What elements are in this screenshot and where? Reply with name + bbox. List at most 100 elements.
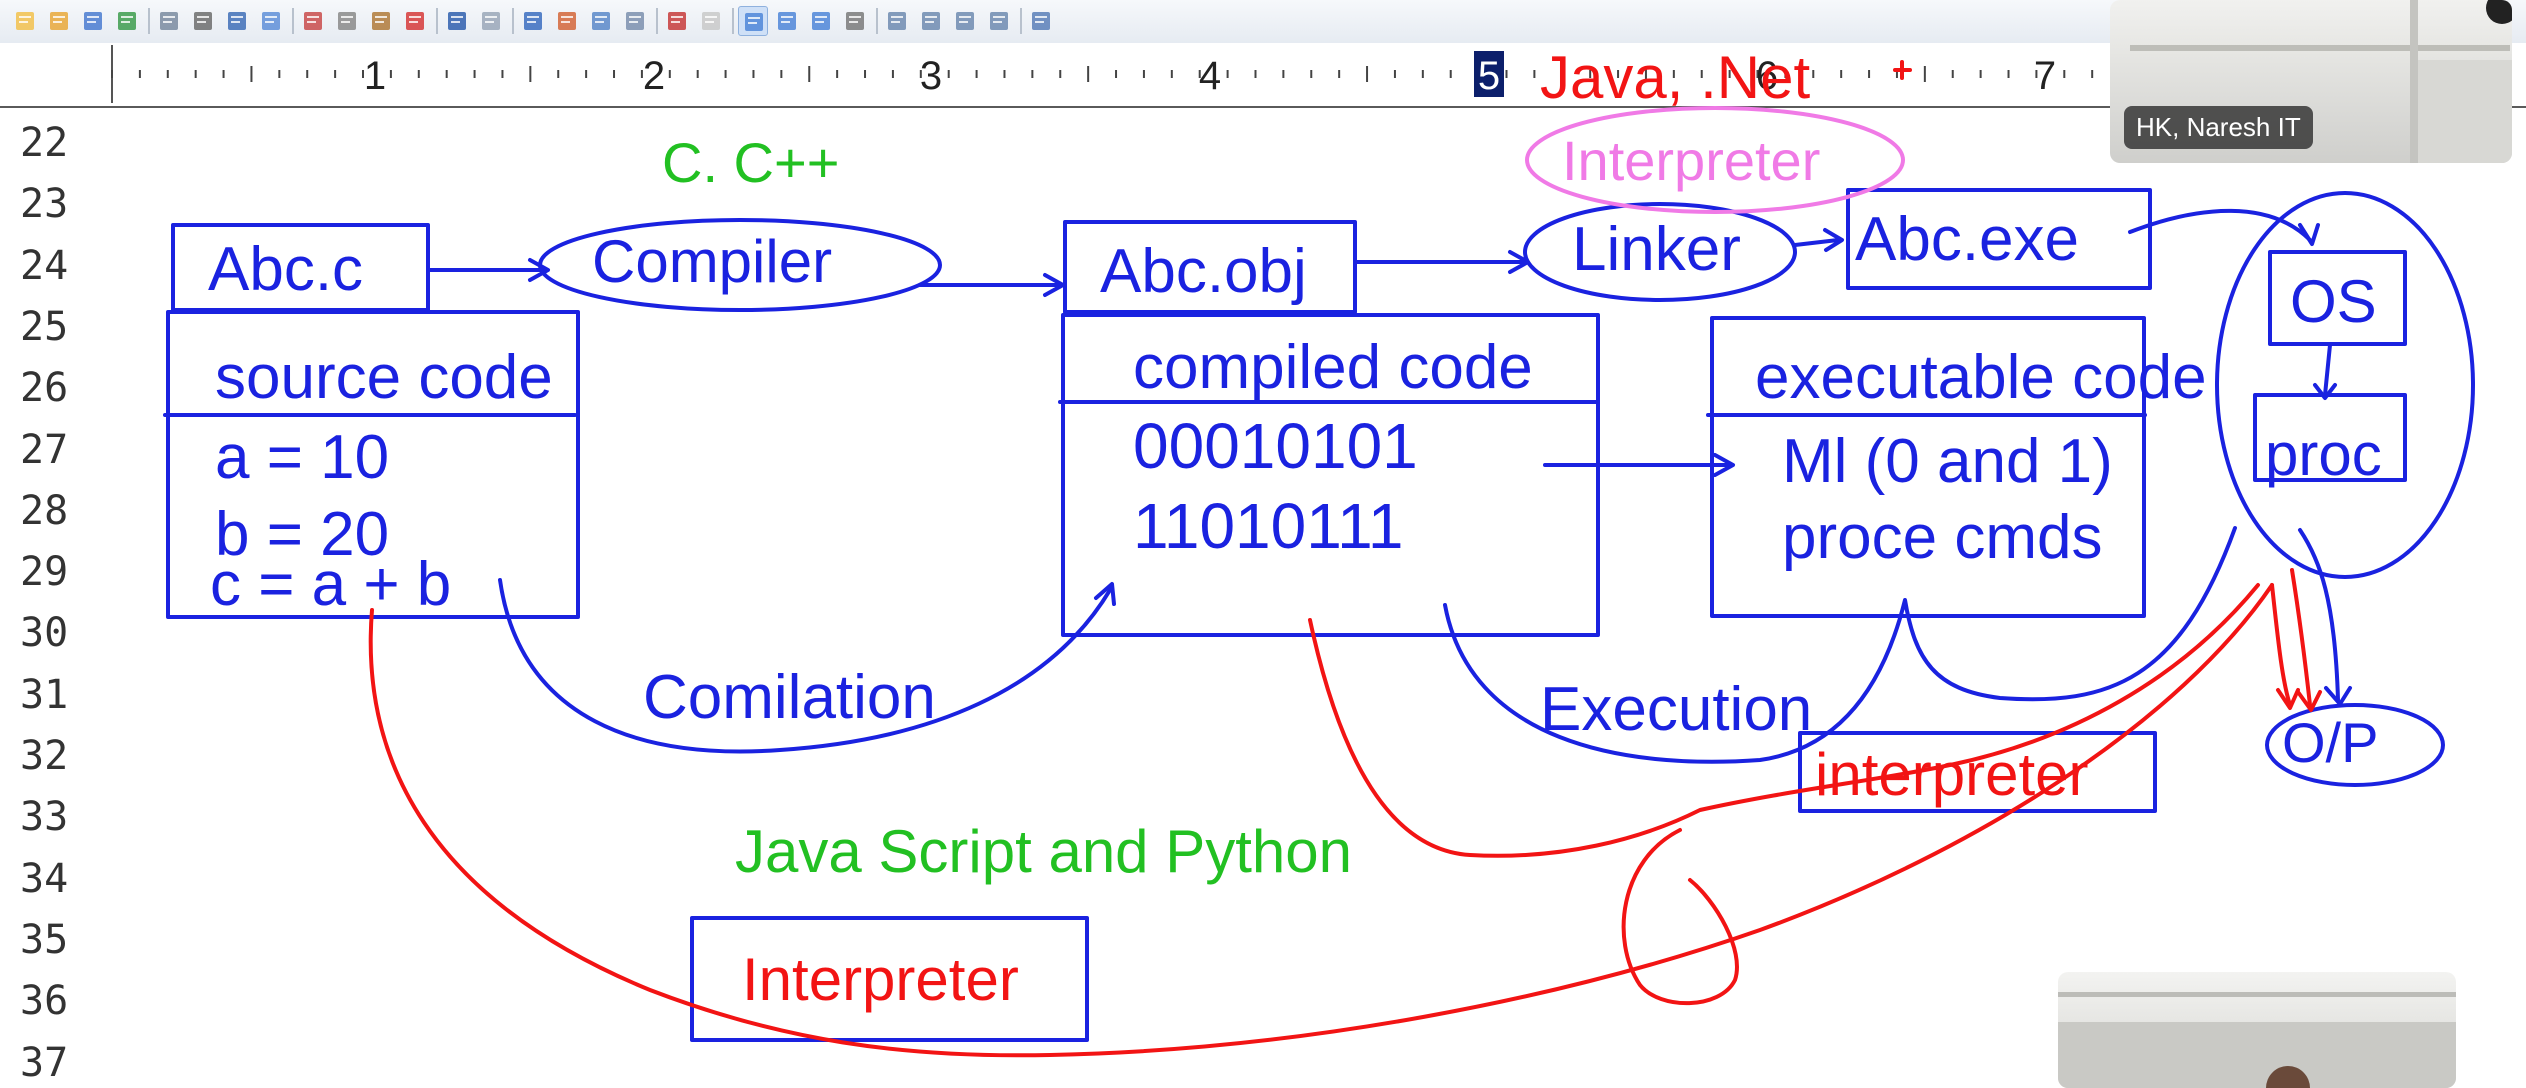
op-ellipse xyxy=(2265,703,2445,787)
op-label: O/P xyxy=(2282,711,2378,774)
participant-video-top[interactable]: HK, Naresh IT xyxy=(2110,0,2512,163)
os-label: OS xyxy=(2290,268,2377,335)
indent-icon[interactable] xyxy=(620,6,650,36)
ruler-label: 6 xyxy=(1756,54,1778,98)
print-icon[interactable] xyxy=(188,6,218,36)
replace-icon[interactable] xyxy=(552,6,582,36)
line-number: 29 xyxy=(20,549,69,596)
abc-c-label: Abc.c xyxy=(208,235,363,304)
participant-video-bottom[interactable] xyxy=(2058,972,2456,1088)
toolbar-separator xyxy=(876,8,878,34)
highlight-icon[interactable] xyxy=(696,6,726,36)
new-document-icon[interactable] xyxy=(10,6,40,36)
line-number: 23 xyxy=(20,181,69,228)
list-icon[interactable] xyxy=(772,6,802,36)
line-number: 27 xyxy=(20,426,69,473)
camera-feed xyxy=(2058,992,2456,1088)
spell-check-icon[interactable] xyxy=(222,6,252,36)
font-icon[interactable] xyxy=(662,6,692,36)
toolbar-separator xyxy=(1020,8,1022,34)
compiler-label: Compiler xyxy=(592,228,832,295)
view-icon[interactable] xyxy=(256,6,286,36)
linker-ellipse xyxy=(1523,202,1797,302)
line-number: 31 xyxy=(20,671,69,718)
line-number: 34 xyxy=(20,855,69,902)
ruler-current-marker xyxy=(1474,51,1504,97)
ruler-label: 2 xyxy=(643,54,665,98)
toolbar-separator xyxy=(656,8,658,34)
line-number: 35 xyxy=(20,916,69,963)
redo-icon[interactable] xyxy=(476,6,506,36)
line-number: 37 xyxy=(20,1039,69,1086)
ml-line: Ml (0 and 1) xyxy=(1782,427,2113,496)
print-preview-icon[interactable] xyxy=(154,6,184,36)
toolbar-separator xyxy=(436,8,438,34)
arrow-linker-to-exe xyxy=(1793,238,1840,247)
undo-icon[interactable] xyxy=(442,6,472,36)
toolbar-separator xyxy=(732,8,734,34)
arrow-proc-to-op xyxy=(2298,528,2340,702)
settings-icon[interactable] xyxy=(840,6,870,36)
code-line-b: b = 20 xyxy=(215,500,389,569)
os-box xyxy=(2268,250,2407,346)
compilation-curve xyxy=(498,578,1112,754)
block-icon[interactable] xyxy=(806,6,836,36)
goto-icon[interactable] xyxy=(586,6,616,36)
ruler-label: 1 xyxy=(364,54,386,98)
window1-icon[interactable] xyxy=(882,6,912,36)
open-folder-icon[interactable] xyxy=(44,6,74,36)
java-net-label: Java, .Net xyxy=(1540,44,1810,111)
toolbar-separator xyxy=(148,8,150,34)
ruler-label: 7 xyxy=(2034,54,2056,98)
interpreter-top-label: Interpreter xyxy=(1562,129,1820,192)
c-cpp-label: C. C++ xyxy=(662,131,839,194)
execution-curve xyxy=(1443,526,2237,764)
source-code-label: source code xyxy=(215,343,553,412)
proce-cmds-line: proce cmds xyxy=(1782,503,2102,572)
paste-icon[interactable] xyxy=(366,6,396,36)
save-all-icon[interactable] xyxy=(112,6,142,36)
line-number: 36 xyxy=(20,978,69,1025)
interpreter-flow-curve-2 xyxy=(1308,583,2260,858)
line-number: 22 xyxy=(20,120,69,166)
binary-line-1: 00010101 xyxy=(1133,410,1418,482)
linker-label: Linker xyxy=(1572,215,1741,284)
save-icon[interactable] xyxy=(78,6,108,36)
interpreter-box-label: interpreter xyxy=(1815,741,2088,808)
abc-obj-box xyxy=(1063,220,1357,314)
proc-label: proc xyxy=(2265,421,2382,488)
interpreter-top-ellipse xyxy=(1525,106,1905,214)
window3-icon[interactable] xyxy=(950,6,980,36)
compiled-code-label: compiled code xyxy=(1133,333,1533,402)
toolbar-separator xyxy=(292,8,294,34)
line-number: 32 xyxy=(20,733,69,779)
code-line-a: a = 10 xyxy=(215,423,389,492)
copy-icon[interactable] xyxy=(332,6,362,36)
camera-feed xyxy=(2130,0,2512,163)
arrow-exe-to-os xyxy=(2128,208,2312,242)
window4-icon[interactable] xyxy=(984,6,1014,36)
cut-icon[interactable] xyxy=(298,6,328,36)
line-number: 33 xyxy=(20,794,69,841)
line-number: 30 xyxy=(20,610,69,657)
line-number: 26 xyxy=(20,365,69,412)
help-icon[interactable] xyxy=(1026,6,1056,36)
wrap-icon[interactable] xyxy=(738,6,768,36)
interpreter-bottom-label: Interpreter xyxy=(742,946,1019,1013)
ruler-scale: 1 2 3 4 5 6 7 xyxy=(111,45,2094,103)
participant-name-badge: HK, Naresh IT xyxy=(2124,106,2313,149)
proc-box xyxy=(2253,393,2407,482)
compiler-ellipse xyxy=(538,218,942,312)
ruler-label: 4 xyxy=(1199,54,1221,98)
abc-exe-label: Abc.exe xyxy=(1855,205,2079,274)
ruler-label: 3 xyxy=(920,54,942,98)
toolbar xyxy=(0,0,2526,44)
window2-icon[interactable] xyxy=(916,6,946,36)
ruler-label-current: 5 xyxy=(1478,54,1500,98)
delete-icon[interactable] xyxy=(400,6,430,36)
line-number: 25 xyxy=(20,303,69,350)
compiled-code-box xyxy=(1061,313,1600,637)
red-plus-mark xyxy=(1893,60,1912,80)
find-icon[interactable] xyxy=(518,6,548,36)
